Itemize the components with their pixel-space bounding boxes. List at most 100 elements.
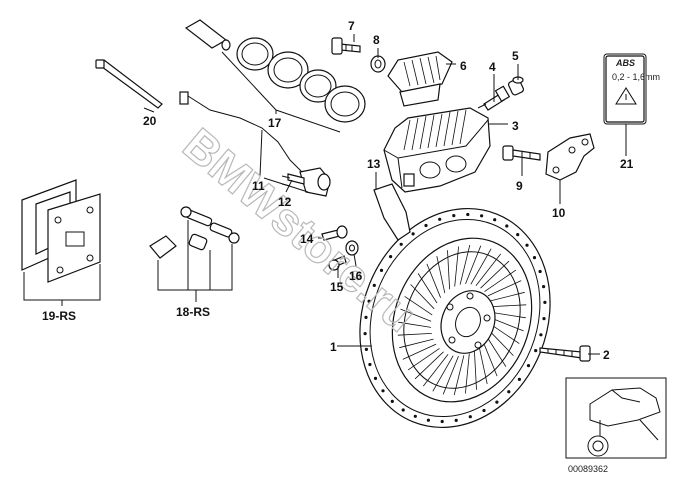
disc-hole bbox=[411, 232, 415, 236]
label-part-8: 8 bbox=[373, 33, 380, 47]
disc-fin bbox=[398, 321, 432, 328]
disc-fin bbox=[407, 348, 440, 371]
disc-fin bbox=[426, 263, 441, 298]
disc-hole bbox=[468, 415, 472, 419]
cable-tie[interactable] bbox=[95, 59, 163, 109]
disc-bolt[interactable] bbox=[539, 345, 591, 362]
disc-hole bbox=[493, 218, 497, 222]
disc-fin bbox=[465, 245, 482, 285]
bleed-screw-cap[interactable] bbox=[507, 76, 525, 96]
caliper-bracket[interactable] bbox=[545, 133, 595, 181]
disc-hole bbox=[534, 349, 538, 353]
label-part-10: 10 bbox=[552, 206, 566, 220]
disc-fin bbox=[432, 355, 454, 392]
brake-pad-set[interactable] bbox=[387, 51, 453, 107]
seal-rings[interactable] bbox=[236, 37, 366, 123]
disc-hole bbox=[539, 333, 543, 337]
disc-hole bbox=[495, 400, 499, 404]
disc-fin bbox=[400, 308, 432, 322]
label-part-6: 6 bbox=[460, 59, 467, 73]
disc-hole bbox=[381, 389, 385, 393]
label-part-20: 20 bbox=[143, 114, 157, 128]
disc-hole bbox=[482, 408, 486, 413]
disc-hole bbox=[373, 376, 378, 380]
label-part-9: 9 bbox=[516, 179, 523, 193]
disc-fin bbox=[492, 312, 526, 319]
disc-hole bbox=[480, 214, 484, 218]
disc-fin bbox=[404, 296, 433, 316]
disc-hole bbox=[389, 255, 393, 259]
disc-hole bbox=[525, 243, 529, 247]
label-part-2: 2 bbox=[603, 348, 610, 362]
disc-hole bbox=[367, 299, 371, 303]
disc-hole bbox=[438, 217, 442, 221]
screw-15[interactable] bbox=[328, 255, 347, 271]
spring-plate[interactable] bbox=[373, 183, 411, 241]
disc-hole bbox=[517, 377, 522, 381]
disc-hole bbox=[379, 268, 384, 272]
disc-fin bbox=[483, 342, 498, 377]
disc-hole bbox=[399, 242, 403, 246]
disc-hole bbox=[363, 332, 367, 336]
disc-fin bbox=[454, 246, 459, 287]
disc-fin bbox=[490, 291, 525, 302]
label-part-1: 1 bbox=[330, 340, 337, 354]
disc-hole bbox=[542, 317, 546, 321]
disc-hole bbox=[507, 390, 511, 394]
disc-hole bbox=[466, 212, 470, 217]
disc-hole bbox=[526, 364, 531, 368]
disc-fin bbox=[475, 253, 502, 286]
disc-fin bbox=[436, 256, 446, 294]
retaining-pin[interactable] bbox=[331, 37, 361, 55]
label-part-7: 7 bbox=[348, 19, 355, 33]
disc-hole bbox=[452, 214, 456, 218]
disc-fin bbox=[474, 350, 477, 390]
disc-hole bbox=[401, 408, 405, 412]
motorcycle-thumbnail bbox=[565, 377, 667, 459]
label-part-21: 21 bbox=[620, 157, 634, 171]
disc-fin bbox=[410, 284, 435, 310]
disc-hole bbox=[426, 418, 430, 422]
damper-tube[interactable] bbox=[184, 19, 231, 51]
label-part-13: 13 bbox=[367, 157, 381, 171]
disc-holes bbox=[363, 212, 547, 424]
disc-hole bbox=[516, 233, 520, 237]
disc-hole bbox=[368, 362, 372, 367]
disc-fin bbox=[489, 330, 514, 356]
disc-hole bbox=[505, 224, 509, 228]
disc-fin bbox=[417, 273, 438, 304]
disc-hole bbox=[543, 300, 547, 304]
disc-hole bbox=[413, 414, 417, 418]
brake-disc[interactable] bbox=[328, 180, 583, 457]
disc-fin bbox=[492, 304, 527, 307]
disc-fin bbox=[399, 338, 434, 349]
washer-16[interactable] bbox=[345, 240, 359, 256]
pin-set[interactable] bbox=[149, 206, 240, 259]
washer[interactable] bbox=[370, 55, 386, 73]
disc-fin bbox=[480, 260, 510, 289]
disc-fin bbox=[484, 269, 517, 292]
disc-fin bbox=[397, 333, 432, 336]
reference-number: 00089362 bbox=[568, 464, 608, 474]
disc-fin bbox=[470, 248, 492, 285]
label-part-19: 19-RS bbox=[42, 309, 76, 323]
disc-fin bbox=[459, 244, 471, 285]
label-part-15: 15 bbox=[330, 280, 344, 294]
label-part-3: 3 bbox=[512, 119, 519, 133]
screw-14[interactable] bbox=[321, 225, 348, 241]
brake-caliper[interactable] bbox=[383, 107, 491, 193]
pad-set[interactable] bbox=[21, 179, 101, 283]
label-part-11: 11 bbox=[252, 179, 265, 193]
abs-logo-text: ABS bbox=[615, 58, 635, 68]
caliper-bolt[interactable] bbox=[502, 145, 541, 161]
disc-fin bbox=[453, 355, 465, 396]
abs-warning-label[interactable]: ABS 0,2 - 1,6mm bbox=[603, 53, 660, 125]
disc-fin bbox=[491, 324, 520, 344]
label-part-12: 12 bbox=[278, 195, 292, 209]
disc-hole bbox=[440, 419, 444, 424]
disc-fin bbox=[422, 354, 449, 387]
disc-cooling-fins bbox=[397, 244, 527, 396]
disc-fin bbox=[487, 280, 522, 297]
disc-hole bbox=[532, 256, 537, 260]
disc-hole bbox=[454, 418, 458, 422]
